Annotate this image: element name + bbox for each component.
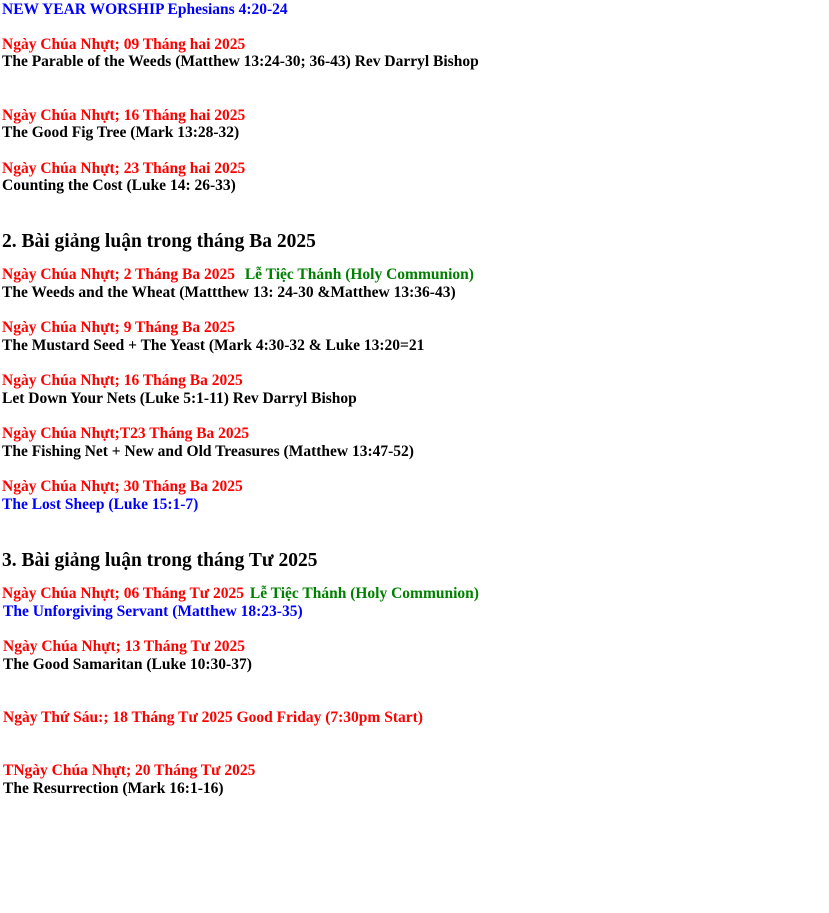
mar-02-communion-note: Lễ Tiệc Thánh (Holy Communion) bbox=[244, 266, 474, 283]
apr-06-row: Ngày Chúa Nhựt; 06 Tháng Tư 2025 Lễ Tiệc… bbox=[2, 585, 479, 603]
worship-title: NEW YEAR WORSHIP Ephesians 4:20-24 bbox=[2, 1, 288, 18]
apr-20-sermon: The Resurrection (Mark 16:1-16) bbox=[3, 780, 224, 797]
mar-30-date: Ngày Chúa Nhựt; 30 Tháng Ba 2025 bbox=[2, 478, 243, 495]
march-heading: 2. Bài giảng luận trong tháng Ba 2025 bbox=[2, 231, 316, 252]
mar-30-sermon: The Lost Sheep (Luke 15:1-7) bbox=[2, 496, 199, 513]
feb-23-sermon: Counting the Cost (Luke 14: 26-33) bbox=[2, 177, 236, 194]
april-heading: 3. Bài giảng luận trong tháng Tư 2025 bbox=[2, 550, 318, 571]
apr-13-sermon: The Good Samaritan (Luke 10:30-37) bbox=[3, 656, 252, 673]
feb-16-sermon: The Good Fig Tree (Mark 13:28-32) bbox=[2, 124, 240, 141]
mar-09-sermon: The Mustard Seed + The Yeast (Mark 4:30-… bbox=[2, 337, 425, 354]
mar-16-date: Ngày Chúa Nhựt; 16 Tháng Ba 2025 bbox=[2, 372, 243, 389]
mar-02-row: Ngày Chúa Nhựt; 2 Tháng Ba 2025 Lễ Tiệc … bbox=[2, 266, 474, 284]
feb-16-date: Ngày Chúa Nhựt; 16 Tháng hai 2025 bbox=[2, 107, 246, 124]
apr-18-good-friday: Ngày Thứ Sáu:; 18 Tháng Tư 2025 Good Fri… bbox=[3, 709, 423, 726]
mar-02-sermon: The Weeds and the Wheat (Mattthew 13: 24… bbox=[2, 284, 456, 301]
feb-23-date: Ngày Chúa Nhựt; 23 Tháng hai 2025 bbox=[2, 160, 246, 177]
apr-13-date: Ngày Chúa Nhựt; 13 Tháng Tư 2025 bbox=[3, 638, 245, 655]
apr-06-date: Ngày Chúa Nhựt; 06 Tháng Tư 2025 bbox=[2, 585, 244, 602]
apr-06-communion-note: Lễ Tiệc Thánh (Holy Communion) bbox=[249, 585, 479, 602]
apr-06-sermon: The Unforgiving Servant (Matthew 18:23-3… bbox=[3, 603, 303, 620]
mar-16-sermon: Let Down Your Nets (Luke 5:1-11) Rev Dar… bbox=[2, 390, 357, 407]
mar-23-date: Ngày Chúa Nhựt;T23 Tháng Ba 2025 bbox=[2, 425, 250, 442]
feb-09-sermon: The Parable of the Weeds (Matthew 13:24-… bbox=[2, 53, 479, 70]
mar-02-date: Ngày Chúa Nhựt; 2 Tháng Ba 2025 bbox=[2, 266, 235, 283]
mar-23-sermon: The Fishing Net + New and Old Treasures … bbox=[2, 443, 414, 460]
apr-20-date: TNgày Chúa Nhựt; 20 Tháng Tư 2025 bbox=[3, 762, 256, 779]
mar-09-date: Ngày Chúa Nhựt; 9 Tháng Ba 2025 bbox=[2, 319, 235, 336]
feb-09-date: Ngày Chúa Nhựt; 09 Tháng hai 2025 bbox=[2, 36, 246, 53]
